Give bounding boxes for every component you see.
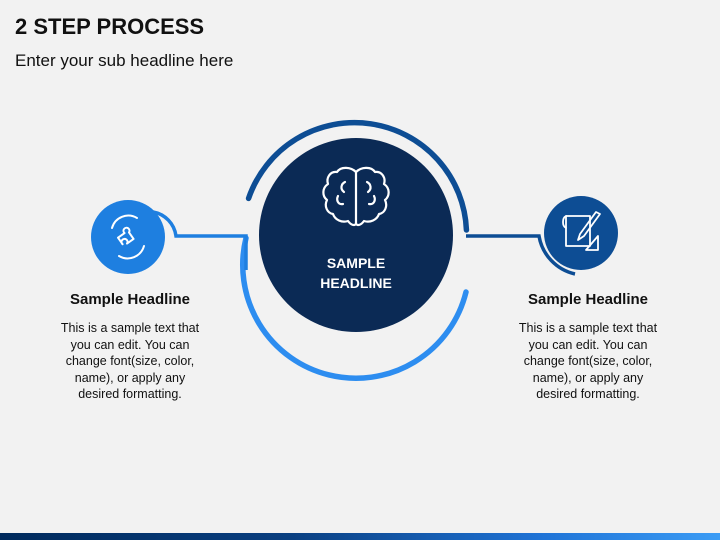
right-step-body-line: desired formatting. (536, 387, 640, 402)
drafting-tools-icon (562, 211, 601, 251)
right-step-body-line: name), or apply any (532, 370, 644, 385)
left-step-body-line: desired formatting. (78, 387, 182, 402)
right-connector-line (466, 234, 576, 276)
brain-icon (322, 166, 390, 227)
center-outer-arc-bottom (239, 235, 469, 381)
page-subtitle: Enter your sub headline here (15, 51, 234, 70)
center-label: SAMPLE HEADLINE (290, 253, 422, 293)
center-label-line: SAMPLE (326, 255, 386, 271)
right-step-body-line: This is a sample text that (518, 321, 658, 335)
left-connector-line (152, 210, 248, 270)
left-step-body-line: change font(size, color, (65, 354, 195, 369)
left-step-body: This is a sample text that you can edit.… (40, 320, 220, 403)
right-step-body: This is a sample text that you can edit.… (498, 320, 678, 403)
bottom-accent-bar (0, 533, 720, 540)
left-step-body-line: This is a sample text that (60, 321, 200, 335)
right-step-body-line: change font(size, color, (523, 354, 653, 369)
puzzle-piece-icon (111, 214, 145, 260)
left-step-body-line: name), or apply any (74, 370, 186, 385)
center-label-line: HEADLINE (320, 275, 392, 291)
page-title: 2 STEP PROCESS (15, 14, 205, 39)
center-circle (259, 138, 453, 332)
left-step-headline: Sample Headline (69, 291, 191, 308)
left-step-circle (91, 200, 165, 274)
right-step-headline: Sample Headline (527, 291, 649, 308)
right-step-body-line: you can edit. You can (528, 337, 648, 352)
center-outer-arc-top (245, 119, 470, 233)
left-step-body-line: you can edit. You can (70, 337, 190, 352)
